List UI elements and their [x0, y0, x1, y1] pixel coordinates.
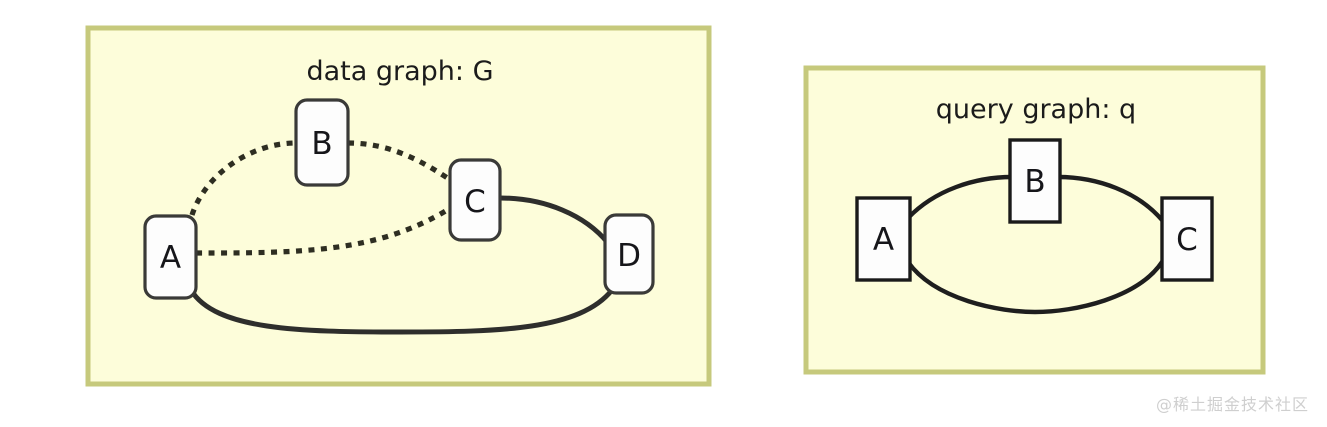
node-a-data-graph[interactable]: A: [143, 214, 198, 300]
panel-title-query-graph: query graph: q: [936, 94, 1136, 125]
node-c-query-graph[interactable]: C: [1160, 196, 1214, 282]
panel-data-graph: data graph: G A B C D: [85, 25, 712, 387]
node-q-b-label: B: [1024, 164, 1045, 200]
panel-query-graph: query graph: q A B C: [803, 65, 1266, 375]
node-b-box[interactable]: [294, 98, 350, 187]
node-d-box[interactable]: [603, 213, 655, 295]
node-b-data-graph[interactable]: B: [294, 98, 350, 187]
node-q-a-label: A: [873, 222, 894, 258]
node-c-data-graph[interactable]: C: [448, 158, 502, 242]
node-q-b-box[interactable]: [1008, 138, 1062, 224]
node-d-data-graph[interactable]: D: [603, 213, 655, 295]
watermark-text: @稀土掘金技术社区: [1155, 395, 1309, 414]
edge-b-c-dashed: [347, 140, 454, 184]
node-d-label: D: [617, 238, 641, 274]
node-c-label: C: [464, 184, 486, 220]
edge-q-a-c-solid: [905, 259, 1165, 315]
node-b-label: B: [311, 126, 332, 162]
node-q-a-box[interactable]: [855, 196, 912, 282]
node-a-query-graph[interactable]: A: [855, 196, 912, 282]
edge-q-b-c-solid: [1055, 174, 1165, 223]
edge-a-b-dashed: [189, 140, 297, 216]
edge-group-query-graph: [905, 174, 1165, 315]
node-c-box[interactable]: [448, 158, 502, 242]
edge-c-d-solid: [497, 195, 611, 246]
panel-background-data-graph: [85, 25, 712, 387]
node-a-box[interactable]: [143, 214, 198, 300]
edge-q-a-b-solid: [905, 174, 1015, 221]
edge-a-c-dashed: [195, 204, 454, 256]
edge-group-data-graph: [188, 140, 615, 335]
node-q-c-box[interactable]: [1160, 196, 1214, 282]
edge-a-d-solid: [188, 287, 615, 335]
node-a-label: A: [160, 240, 181, 276]
node-q-c-label: C: [1176, 222, 1198, 258]
panel-title-data-graph: data graph: G: [306, 56, 493, 87]
node-b-query-graph[interactable]: B: [1008, 138, 1062, 224]
